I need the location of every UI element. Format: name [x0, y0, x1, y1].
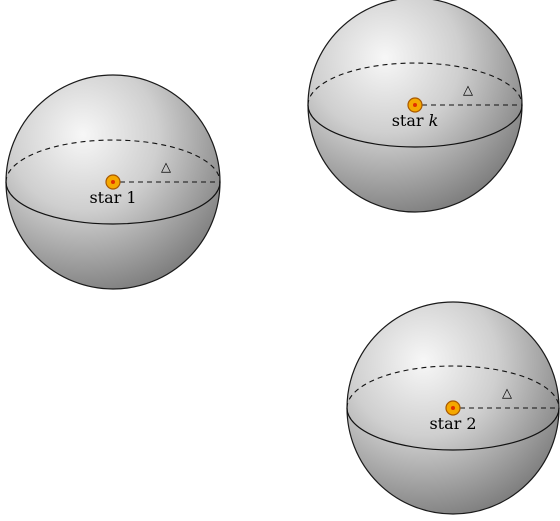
- equator-front-solid: [5, 181, 221, 225]
- delta-label: △: [502, 386, 512, 401]
- star-label: star 1: [89, 188, 136, 207]
- delta-label: △: [463, 83, 473, 98]
- sphere-star-1: star 1 △: [5, 74, 221, 290]
- star-core-icon: [451, 406, 455, 410]
- star-core-icon: [111, 180, 115, 184]
- sphere-star-2: star 2 △: [346, 301, 560, 515]
- sphere-star-k: star k △: [307, 0, 523, 213]
- equator-back-dashed: [346, 365, 560, 409]
- star-label: star k: [392, 111, 439, 130]
- star-core-icon: [413, 103, 417, 107]
- star-label: star 2: [429, 414, 476, 433]
- equator-front-solid: [346, 407, 560, 451]
- equator-front-solid: [307, 104, 523, 148]
- delta-label: △: [161, 160, 171, 175]
